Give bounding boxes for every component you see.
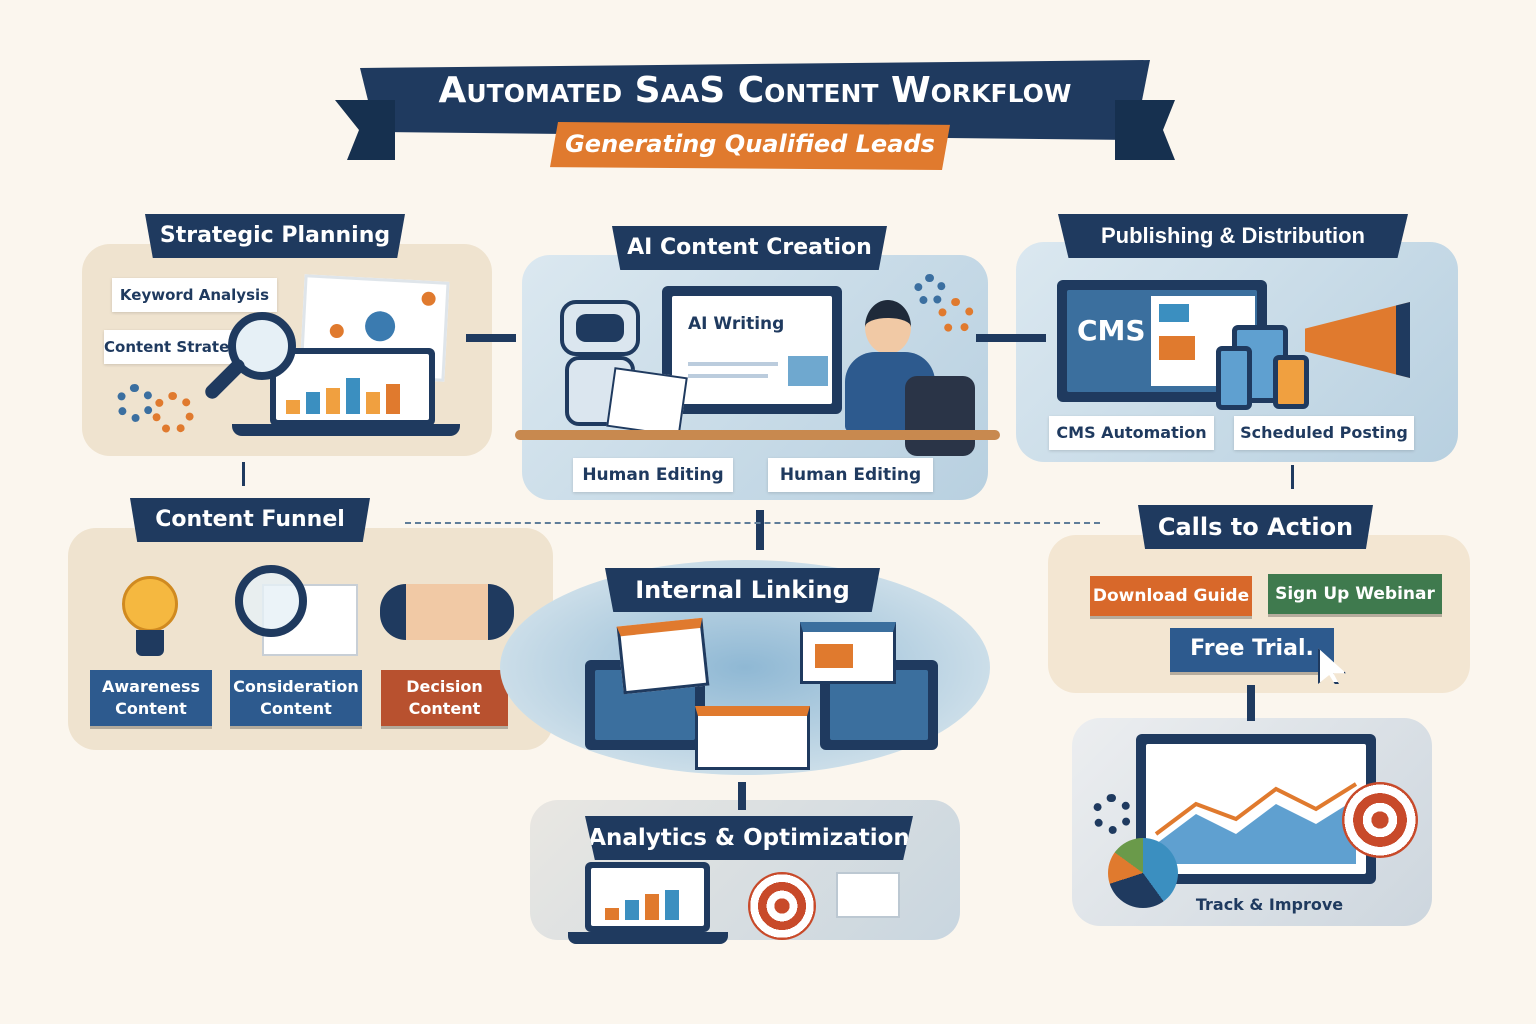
analytics-laptop-icon-part-part xyxy=(645,894,659,920)
arrow-creation-to-publishing xyxy=(976,334,1046,342)
analytics-laptop-icon-part-part xyxy=(286,400,300,414)
gear-icon xyxy=(938,298,974,334)
report-card-icon xyxy=(836,872,900,918)
gear-icon xyxy=(1092,794,1132,834)
block xyxy=(1159,336,1195,360)
analytics-title: Analytics & Optimization xyxy=(585,816,913,860)
arrow-planning-to-funnel xyxy=(242,462,245,486)
content-funnel-title: Content Funnel xyxy=(130,498,370,542)
human-editing-label-1: Human Editing xyxy=(573,458,733,492)
dashboard-monitor-part xyxy=(1146,744,1366,874)
target-icon xyxy=(1342,782,1418,858)
lightbulb-base xyxy=(136,630,164,656)
track-improve-label: Track & Improve xyxy=(1195,895,1344,914)
analytics-laptop-icon-part-part xyxy=(625,900,639,920)
awareness-content-stage: Awareness Content xyxy=(90,670,212,726)
ai-writing-monitor: AI Writing xyxy=(662,286,842,414)
decision-content-stage: Decision Content xyxy=(381,670,508,726)
desk xyxy=(515,430,1000,440)
text-line xyxy=(688,374,768,378)
publishing-title: Publishing & Distribution xyxy=(1058,214,1408,258)
analytics-laptop-icon-part-part xyxy=(306,392,320,414)
arrow-creation-to-linking xyxy=(756,510,764,550)
phone-icon xyxy=(1216,346,1252,410)
ai-content-creation-title: AI Content Creation xyxy=(612,226,887,270)
cms-automation-label: CMS Automation xyxy=(1049,416,1214,450)
analytics-laptop-icon xyxy=(585,862,710,932)
play-icon xyxy=(815,644,853,668)
analytics-laptop-icon-part-part xyxy=(665,890,679,920)
chair-icon xyxy=(905,376,975,456)
human-editing-label-2: Human Editing xyxy=(768,458,933,492)
magnifier-icon xyxy=(235,565,307,637)
target-icon xyxy=(748,872,816,940)
gear-icon xyxy=(152,392,194,434)
analytics-laptop-icon-part xyxy=(276,354,429,420)
handshake-icon xyxy=(380,584,514,640)
webpage-card-icon xyxy=(695,706,810,770)
robot-icon xyxy=(560,300,640,356)
network-node-icon xyxy=(421,291,436,307)
analytics-laptop-icon-part-part xyxy=(386,384,400,414)
dashed-connector xyxy=(405,522,1100,524)
lightbulb-icon xyxy=(122,576,178,632)
webpage-card-icon xyxy=(616,617,710,695)
laptop-base xyxy=(232,424,460,436)
analytics-laptop-icon-part-part xyxy=(366,392,380,414)
block xyxy=(1159,304,1189,322)
gear-icon xyxy=(116,384,154,422)
document-icon xyxy=(606,367,688,437)
scheduled-posting-label: Scheduled Posting xyxy=(1234,416,1414,450)
page-title: Automated SaaS Content Workflow xyxy=(438,70,1072,111)
ai-writing-monitor-part: AI Writing xyxy=(672,296,832,404)
arrow-linking-to-analytics xyxy=(738,782,746,810)
free-trial-button[interactable]: Free Trial. xyxy=(1170,628,1334,672)
person-icon xyxy=(865,300,911,354)
laptop-base xyxy=(568,932,728,944)
download-guide-button[interactable]: Download Guide xyxy=(1090,576,1252,616)
analytics-laptop-icon-part xyxy=(591,868,704,926)
analytics-laptop-icon-part-part xyxy=(326,388,340,414)
dashboard-monitor xyxy=(1136,734,1376,884)
keyword-analysis-label: Keyword Analysis xyxy=(112,278,277,312)
content-strategy-label: Content Strategy xyxy=(104,330,234,364)
cms-label: CMS xyxy=(1077,314,1146,347)
gear-icon xyxy=(914,274,946,306)
text-line xyxy=(688,362,778,366)
internal-linking-title: Internal Linking xyxy=(605,568,880,612)
phone-icon xyxy=(1273,355,1309,409)
network-node-icon xyxy=(329,323,345,339)
line-chart-icon xyxy=(1154,782,1358,864)
analytics-laptop-icon-part-part xyxy=(346,378,360,414)
analytics-laptop-icon xyxy=(270,348,435,426)
line-chart-icon-part xyxy=(1156,799,1356,864)
sign-up-webinar-button[interactable]: Sign Up Webinar xyxy=(1268,574,1442,614)
page-subtitle: Generating Qualified Leads xyxy=(550,122,950,170)
ai-writing-label: AI Writing xyxy=(688,314,785,334)
arrow-cta-to-tracking xyxy=(1247,685,1255,721)
strategic-planning-title: Strategic Planning xyxy=(145,214,405,258)
robot-face xyxy=(576,314,624,342)
webpage-card-icon xyxy=(800,622,896,684)
network-node-icon xyxy=(364,310,396,343)
calls-to-action-title: Calls to Action xyxy=(1138,505,1373,549)
pie-chart-icon xyxy=(1108,838,1178,908)
line-chart-icon-part xyxy=(1154,782,1358,836)
image-placeholder-icon xyxy=(788,356,828,386)
arrow-planning-to-creation xyxy=(466,334,516,342)
consideration-content-stage: Consideration Content xyxy=(230,670,362,726)
arrow-publishing-to-cta xyxy=(1291,465,1294,489)
analytics-laptop-icon-part-part xyxy=(605,908,619,920)
